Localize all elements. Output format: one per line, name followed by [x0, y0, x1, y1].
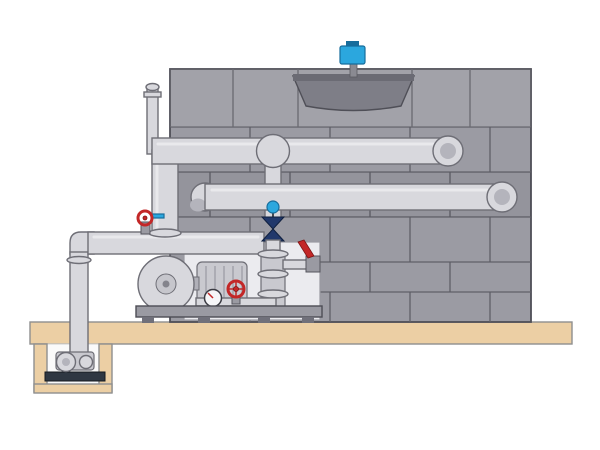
column-flange-2: [257, 269, 289, 279]
motor-fins: [205, 266, 243, 300]
lever-valve-body: [305, 255, 321, 273]
piping: [143, 82, 518, 235]
return-pipe: [204, 183, 503, 211]
slab-deck: [29, 321, 573, 345]
skid-foot-2: [198, 317, 210, 323]
skid-base: [135, 305, 323, 318]
basin-bowl: [291, 75, 416, 112]
drop-pipe-flange: [66, 255, 92, 265]
valve-actuator: [266, 200, 280, 214]
sump-pump-motor-end: [78, 354, 94, 370]
lever-valve: [282, 239, 321, 273]
upper-supply-pipe: [151, 137, 449, 165]
red-handwheel-small: [136, 209, 154, 227]
sump-base-plate: [44, 371, 106, 382]
supply-cap-inner: [440, 143, 456, 159]
pump-bolt: [162, 280, 170, 288]
gauge-needle: [207, 292, 214, 299]
return-elbow-mouth: [190, 198, 206, 212]
pit-floor: [33, 383, 113, 394]
valve-stem: [140, 221, 151, 235]
fan-deck-basin: [291, 74, 416, 112]
actuated-valve-upper: [260, 216, 286, 230]
circulation-pump-group: [137, 255, 277, 313]
handwheel-hub: [233, 286, 239, 292]
column-flange-3: [257, 289, 289, 299]
actuated-valve-group: [257, 200, 289, 309]
equipment-skid: [135, 305, 323, 323]
skid-foot-3: [258, 317, 270, 323]
concrete-slab: [29, 321, 573, 345]
suction-manifold-group: [66, 228, 265, 357]
column-flange-1: [257, 249, 289, 259]
basin-rim: [293, 74, 414, 81]
skid-foot-1: [142, 317, 154, 323]
vent-pipe-cap: [145, 82, 160, 92]
sump-drop-pipe: [69, 251, 89, 357]
level-sensor: [339, 41, 366, 78]
panel-seams-horizontal: [170, 126, 531, 293]
red-handwheel-hub: [142, 215, 148, 221]
skid-foot-4: [302, 317, 314, 323]
blue-lever: [151, 213, 165, 219]
riser-manifold-flange: [148, 228, 182, 238]
pipe-ball-joint: [255, 133, 291, 169]
vent-pipe-collar: [143, 91, 162, 98]
sump-pump: [55, 351, 95, 373]
manual-valve-red: [136, 209, 165, 235]
return-cap-inner: [494, 189, 510, 205]
sensor-body: [339, 45, 366, 65]
sump-pump-hub: [62, 358, 70, 366]
red-lever: [297, 239, 315, 259]
sensor-cap: [346, 41, 359, 49]
